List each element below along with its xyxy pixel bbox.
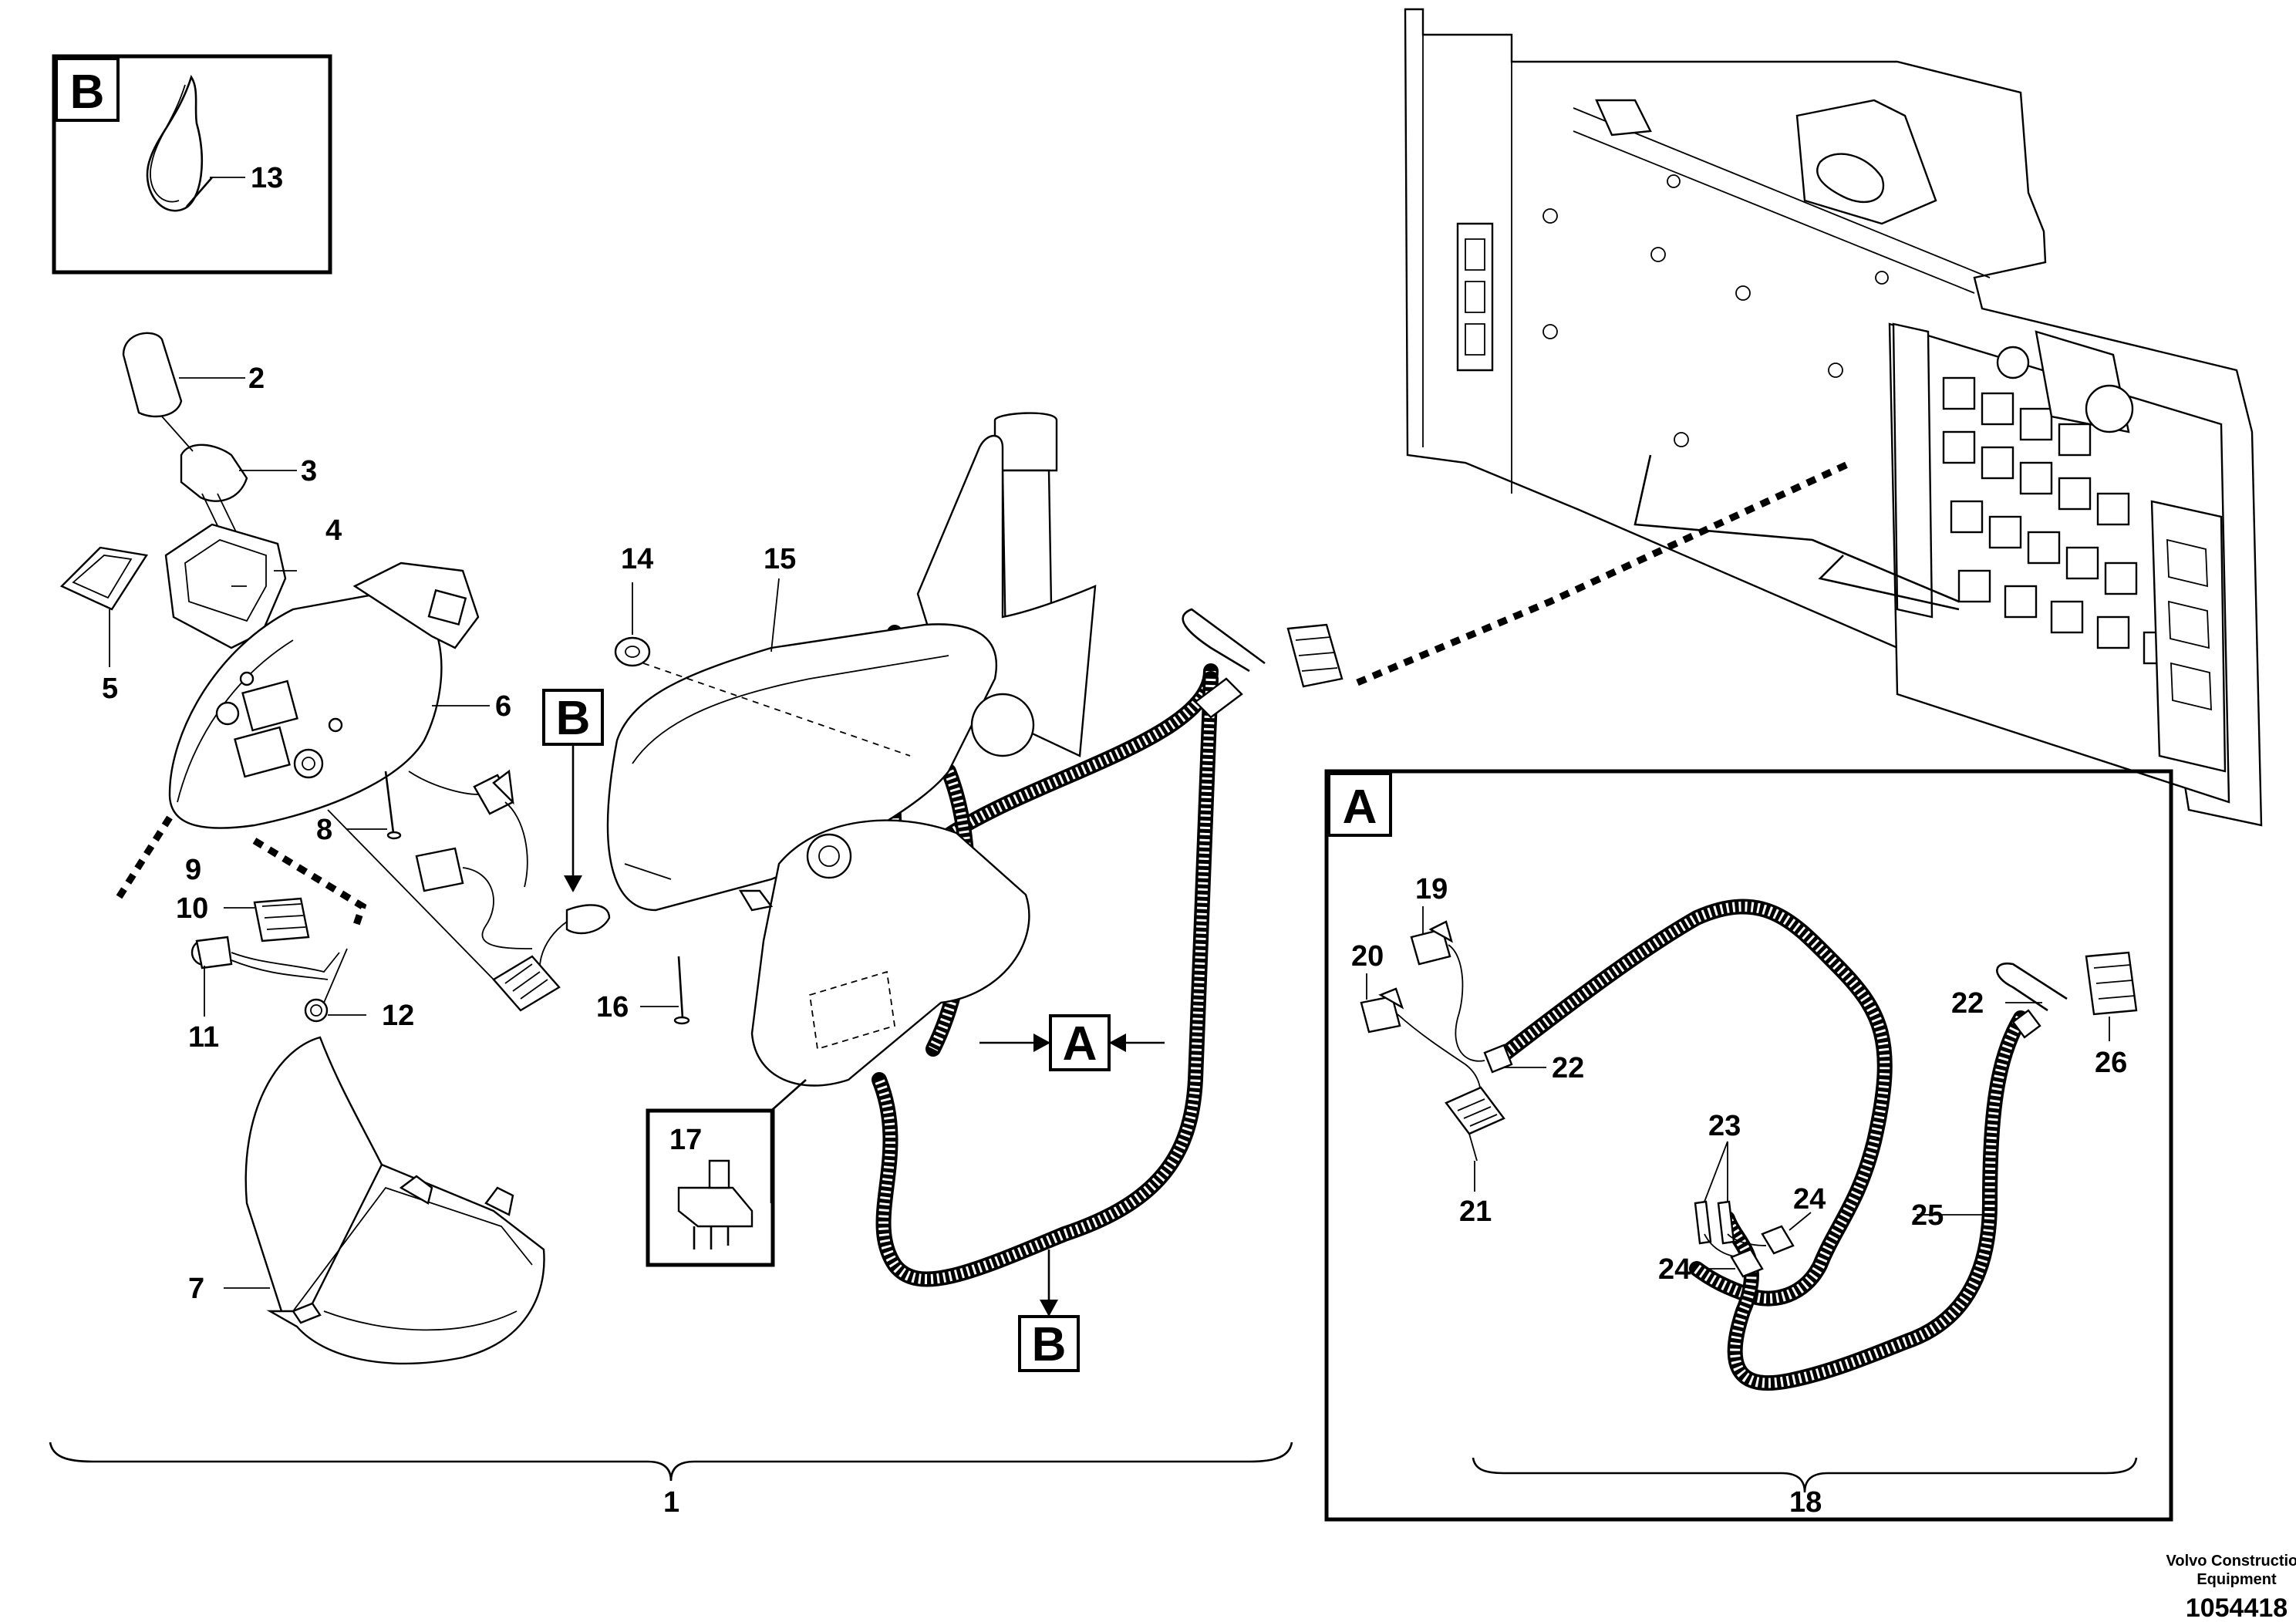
main-connector	[1182, 608, 1344, 719]
callout-b-lower: B	[1018, 1249, 1080, 1372]
footer: Volvo Construction Equipment 1054418	[2166, 1553, 2296, 1622]
part-20-label: 20	[1351, 940, 1384, 973]
part-25-label: 25	[1911, 1199, 1944, 1232]
part-4-label: 4	[325, 514, 342, 547]
part-23-label: 23	[1708, 1110, 1741, 1142]
part-18-label: 18	[1789, 1486, 1822, 1519]
part-16-label: 16	[596, 991, 629, 1023]
leader-lines	[109, 377, 2110, 1289]
detail-a-inset: A	[1324, 769, 2173, 1522]
part-14-label: 14	[621, 543, 653, 575]
part-2-label: 2	[248, 363, 265, 395]
part-24-label-lower: 24	[1658, 1253, 1691, 1286]
callout-a-main-letter: A	[1063, 1017, 1097, 1071]
part-10-label: 10	[176, 892, 208, 925]
part-24-label-upper: 24	[1793, 1183, 1826, 1216]
detail-a-letter: A	[1343, 781, 1377, 834]
part-26-label: 26	[2095, 1047, 2127, 1079]
part-labels: 2 3 4 5 6 7 8 9 10 11 12 14 15 16 1 18 1…	[102, 363, 2127, 1519]
panel-link-dashed	[1356, 459, 1853, 686]
part-17-label: 17	[669, 1124, 702, 1156]
armrest-console	[538, 412, 1097, 1087]
part-3-label: 3	[301, 455, 317, 487]
part-12-label: 12	[382, 1000, 414, 1032]
callout-a-main: A	[979, 1014, 1165, 1071]
part-11-label: 11	[188, 1021, 219, 1054]
callout-b-upper: B	[542, 689, 604, 892]
electrical-panel	[1404, 8, 2263, 827]
part-8-label: 8	[316, 814, 332, 846]
detail-17-inset: 17	[646, 1079, 807, 1267]
company-line-2: Equipment	[2197, 1571, 2277, 1588]
part-22-label-left: 22	[1552, 1052, 1584, 1084]
part-13-label: 13	[251, 162, 283, 194]
part-1-label: 1	[663, 1486, 679, 1519]
part-9-label: 9	[185, 854, 201, 886]
detail-b-inset: B 13	[52, 54, 332, 275]
part-6-label: 6	[495, 690, 511, 723]
part-22-label-right: 22	[1951, 987, 1984, 1020]
brace-assembly-1	[49, 1442, 1293, 1482]
company-line-1: Volvo Construction	[2166, 1553, 2296, 1570]
part-15-label: 15	[764, 543, 796, 575]
callout-b-upper-letter: B	[556, 692, 591, 745]
drawing-number: 1054418	[2186, 1593, 2288, 1622]
cover-panel	[244, 1036, 545, 1365]
callout-b-lower-letter: B	[1032, 1318, 1067, 1371]
part-5-label: 5	[102, 673, 118, 705]
detail-b-letter: B	[70, 66, 105, 119]
cable-tie-13	[146, 75, 245, 212]
control-panel-left	[59, 332, 561, 1023]
part-19-label: 19	[1415, 873, 1448, 905]
part-7-label: 7	[188, 1273, 204, 1305]
relay-blocks	[1942, 376, 2176, 665]
part-21-label: 21	[1459, 1195, 1492, 1228]
